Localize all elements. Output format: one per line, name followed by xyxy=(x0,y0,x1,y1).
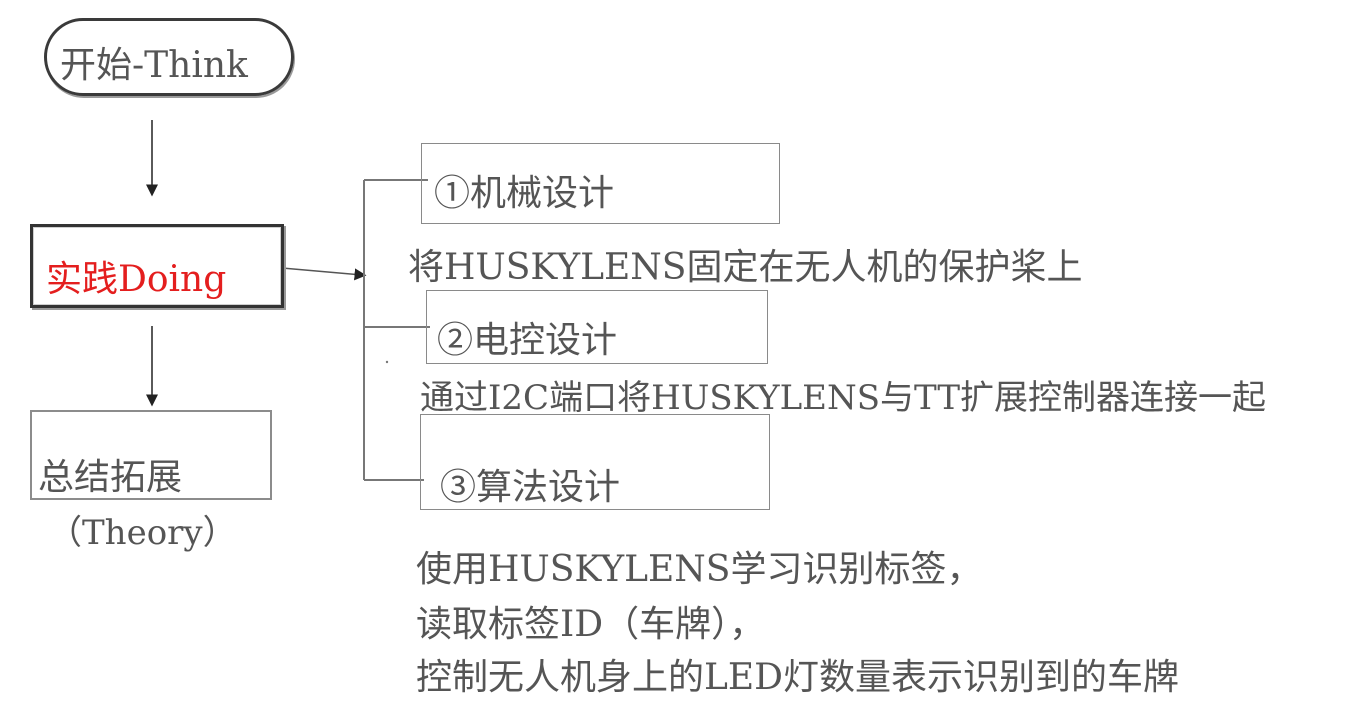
branch-box-algorithm xyxy=(420,414,770,510)
theory-node-sublabel: （Theory） xyxy=(48,513,237,553)
branch-desc-electrical: 通过I2C端口将HUSKYLENS与TT扩展控制器连接一起 xyxy=(420,378,1267,418)
branch-title-algorithm: ③算法设计 xyxy=(440,467,621,508)
theory-node-label: 总结拓展 xyxy=(38,457,183,498)
branch-desc-mechanical: 将HUSKYLENS固定在无人机的保护桨上 xyxy=(408,247,1083,288)
branch-desc-algorithm-line1: 使用HUSKYLENS学习识别标签， xyxy=(416,549,983,590)
stray-dot xyxy=(385,360,389,364)
branch-box-mechanical xyxy=(421,143,780,224)
branch-box-electrical xyxy=(426,290,768,364)
doing-node-label: 实践Doing xyxy=(46,259,227,300)
doing-node xyxy=(30,224,284,308)
branch-desc-algorithm-line3: 控制无人机身上的LED灯数量表示识别到的车牌 xyxy=(416,657,1180,698)
branch-title-mechanical: ①机械设计 xyxy=(434,173,615,214)
branch-title-electrical: ②电控设计 xyxy=(437,320,618,361)
branch-desc-algorithm-line2: 读取标签ID（车牌）， xyxy=(416,604,766,645)
start-node-label: 开始-Think xyxy=(60,45,248,86)
start-node xyxy=(44,18,294,96)
theory-node xyxy=(30,410,272,500)
arrow-doing-to-bracket xyxy=(281,267,367,281)
